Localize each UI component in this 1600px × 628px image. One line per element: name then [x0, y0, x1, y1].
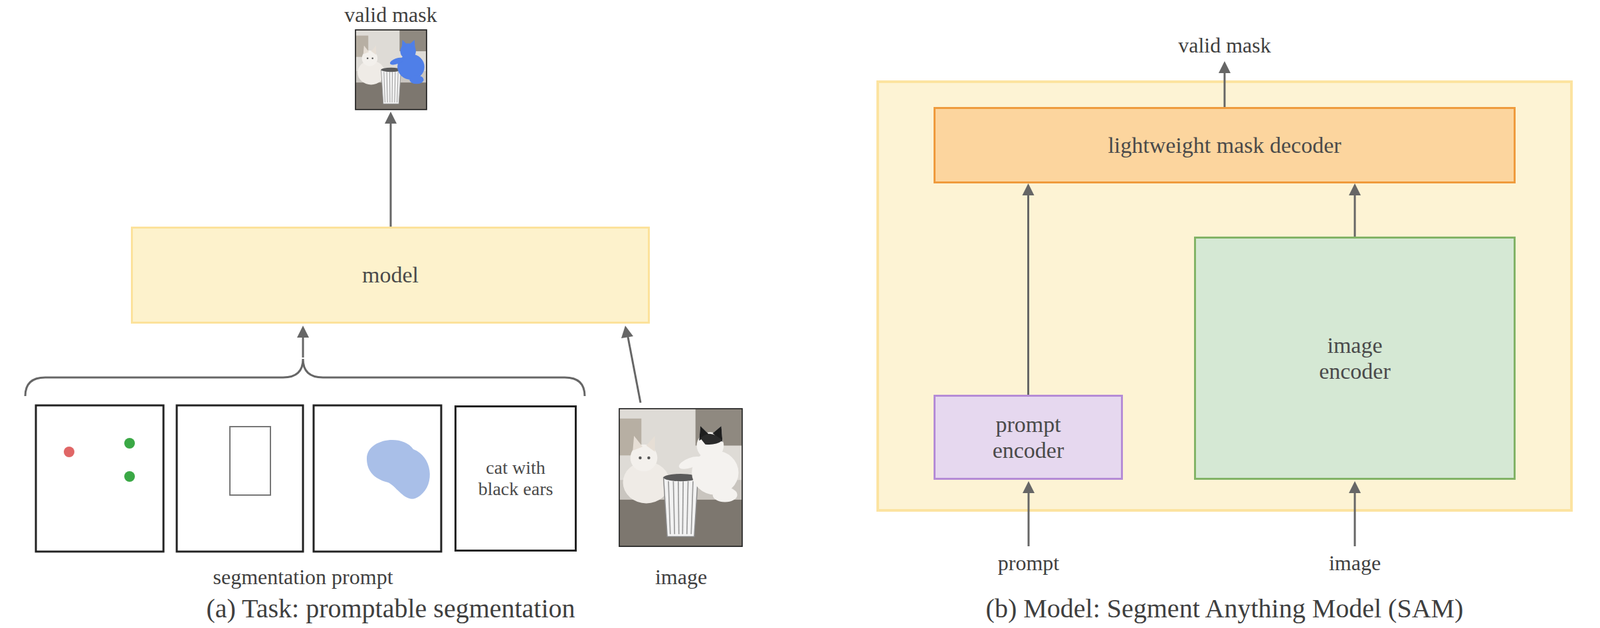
prompt-box — [176, 405, 303, 552]
input-label: image — [655, 564, 707, 590]
arrow-line — [1027, 493, 1030, 547]
box-text: model — [362, 261, 419, 288]
box-prompt — [229, 426, 271, 496]
arrow-line — [627, 336, 641, 403]
prompt-box: cat with black ears — [454, 405, 577, 552]
connector-line — [1027, 195, 1030, 395]
input-label: image — [1328, 550, 1381, 576]
encoder-box: image encoder — [1194, 236, 1516, 480]
arrow-head — [1022, 183, 1035, 196]
decoder-box: lightweight mask decoder — [933, 106, 1516, 184]
arrow-head — [1022, 481, 1035, 494]
prompt-box — [35, 405, 164, 552]
connector-arrow — [1022, 183, 1035, 395]
input-photo — [619, 408, 743, 547]
box-text: prompt encoder — [975, 411, 1082, 464]
output-label: valid mask — [1178, 33, 1272, 58]
input-label: prompt — [998, 550, 1060, 576]
arrow-head — [1348, 481, 1361, 494]
mask-photo-part — [355, 29, 427, 110]
arrow-line — [1354, 493, 1357, 547]
prompt-box — [313, 405, 442, 552]
output-label: valid mask — [344, 2, 438, 28]
arrow-line — [1223, 73, 1226, 107]
point-dot — [124, 437, 135, 449]
box-text: cat with black ears — [465, 457, 566, 500]
group-label: segmentation prompt — [212, 564, 393, 590]
input-photo-part — [619, 408, 743, 547]
brace — [25, 358, 585, 397]
mask-blob — [366, 439, 430, 500]
input-photo-part — [699, 425, 723, 445]
model-box: model — [130, 226, 650, 324]
box-text: lightweight mask decoder — [1107, 132, 1341, 159]
arrow-line — [302, 337, 305, 358]
point-dot — [124, 471, 135, 482]
point-dot — [63, 446, 75, 458]
encoder-box: prompt encoder — [933, 394, 1123, 480]
connector-arrow — [1348, 183, 1361, 237]
arrow-head — [621, 325, 634, 339]
arrow-line — [390, 122, 393, 227]
figure-caption: (b) Model: Segment Anything Model (SAM) — [986, 593, 1464, 624]
box-text: image encoder — [1301, 332, 1408, 385]
sam-container — [877, 81, 1572, 511]
arrow-head — [384, 111, 397, 124]
connector-line — [1354, 195, 1357, 237]
input-photo-part — [619, 408, 743, 547]
input-photo-part — [677, 425, 739, 503]
arrow-head — [1218, 61, 1231, 74]
figure-caption: (a) Task: promptable segmentation — [205, 593, 575, 624]
mask-photo — [355, 29, 427, 110]
arrow-head — [1348, 183, 1361, 196]
mask-photo-part — [389, 39, 425, 84]
mask-photo-part — [355, 29, 427, 110]
arrow-head — [297, 325, 309, 338]
